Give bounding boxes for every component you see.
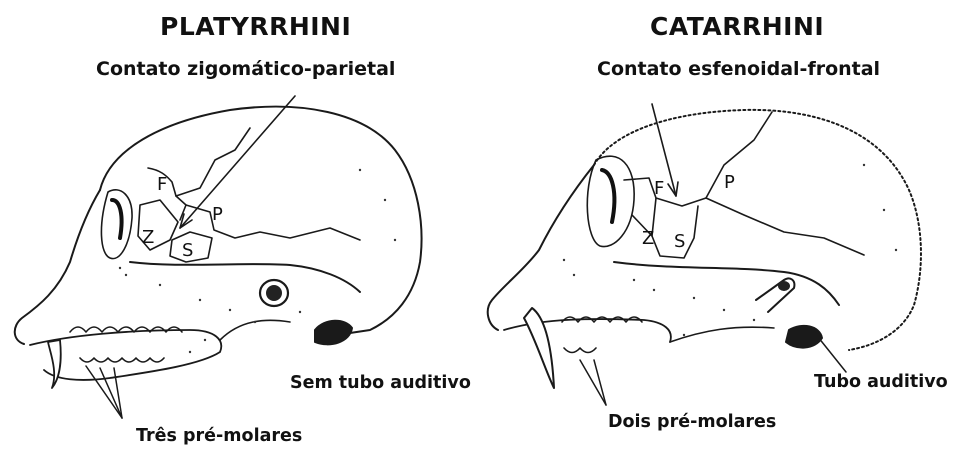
platyrrhini-bone-zygomatic: Z — [142, 227, 154, 248]
catarrhini-auditory-label: Tubo auditivo — [814, 372, 948, 392]
platyrrhini-bone-parietal: P — [212, 204, 223, 225]
platyrrhini-auditory-label: Sem tubo auditivo — [290, 373, 471, 393]
catarrhini-bone-frontal: F — [654, 178, 664, 199]
catarrhini-bone-parietal: P — [724, 172, 735, 193]
catarrhini-panel: CATARRHINI Contato esfenoidal-frontal — [484, 0, 968, 452]
catarrhini-premolar-label: Dois pré-molares — [608, 412, 776, 432]
catarrhini-bone-zygomatic: Z — [642, 228, 654, 249]
platyrrhini-bone-frontal: F — [157, 174, 167, 195]
catarrhini-bone-sphenoid: S — [674, 231, 685, 252]
platyrrhini-panel: PLATYRRHINI Contato zigomático-parietal — [0, 0, 484, 452]
platyrrhini-bone-sphenoid: S — [182, 240, 193, 261]
platyrrhini-premolar-label: Três pré-molares — [136, 426, 302, 446]
